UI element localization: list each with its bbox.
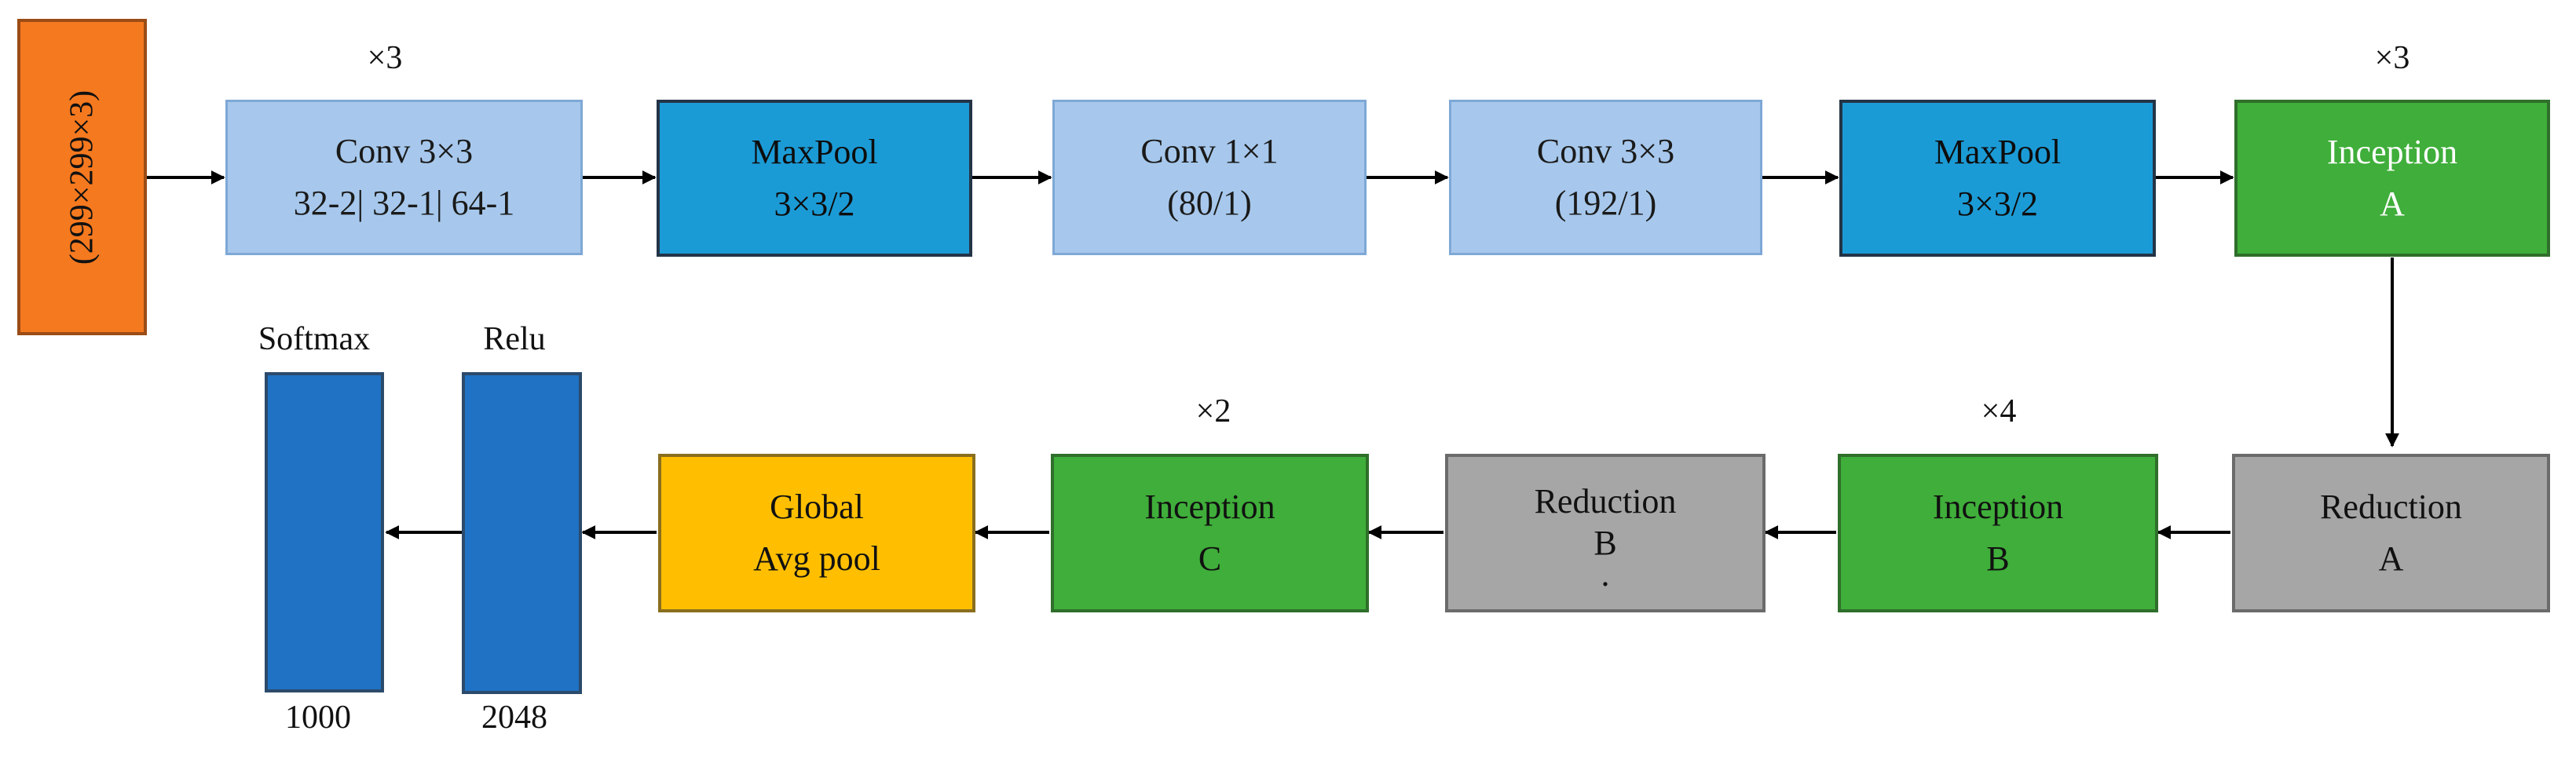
maxpool2-title: MaxPool: [1934, 133, 2062, 171]
conv2-params: (80/1): [1167, 184, 1252, 222]
conv1-repeat-label: ×3: [367, 40, 403, 76]
inception-a-block: Inception A: [2234, 100, 2550, 257]
relu-fc-block: [462, 372, 582, 694]
inception-b-variant: B: [1986, 539, 2010, 578]
global-avg-pool-block: Global Avg pool: [658, 454, 975, 612]
input-block: (299×299×3): [17, 19, 147, 335]
inception-a-variant: A: [2380, 185, 2405, 223]
conv1-block: Conv 3×3 32-2| 32-1| 64-1: [225, 100, 583, 255]
global-pool-line1: Global: [770, 488, 864, 526]
inception-c-repeat-label: ×2: [1195, 393, 1231, 429]
inception-b-title: Inception: [1932, 488, 2064, 526]
maxpool1-params: 3×3/2: [774, 185, 855, 223]
reduction-b-title: Reduction: [1534, 482, 1677, 521]
conv1-title: Conv 3×3: [335, 132, 474, 170]
maxpool1-title: MaxPool: [751, 133, 878, 171]
softmax-units-label: 1000: [285, 700, 351, 736]
conv1-params: 32-2| 32-1| 64-1: [293, 184, 515, 222]
softmax-fc-block: [265, 372, 384, 692]
conv3-title: Conv 3×3: [1536, 132, 1675, 170]
maxpool2-block: MaxPool 3×3/2: [1839, 100, 2156, 257]
reduction-b-variant: B: [1594, 523, 1617, 562]
softmax-label: Softmax: [258, 321, 371, 357]
inception-a-title: Inception: [2326, 133, 2458, 171]
relu-label: Relu: [483, 321, 546, 357]
inception-c-variant: C: [1198, 539, 1222, 578]
reduction-a-title: Reduction: [2320, 488, 2462, 526]
maxpool2-params: 3×3/2: [1956, 185, 2039, 223]
reduction-b-block: Reduction B .: [1445, 454, 1766, 612]
reduction-b-dot: .: [1601, 554, 1610, 594]
inception-c-block: Inception C: [1051, 454, 1369, 612]
reduction-a-variant: A: [2378, 539, 2404, 578]
input-size-label: (299×299×3): [64, 90, 100, 265]
maxpool1-block: MaxPool 3×3/2: [657, 100, 972, 257]
relu-units-label: 2048: [481, 700, 547, 736]
conv3-params: (192/1): [1554, 184, 1657, 222]
reduction-a-block: Reduction A: [2232, 454, 2550, 612]
inception-b-repeat-label: ×4: [1981, 393, 2017, 429]
inception-c-title: Inception: [1144, 488, 1275, 526]
inception-a-repeat-label: ×3: [2374, 40, 2410, 76]
conv2-title: Conv 1×1: [1140, 132, 1279, 170]
conv2-block: Conv 1×1 (80/1): [1052, 100, 1367, 255]
conv3-block: Conv 3×3 (192/1): [1449, 100, 1762, 255]
inception-b-block: Inception B: [1838, 454, 2158, 612]
global-pool-line2: Avg pool: [753, 539, 880, 578]
